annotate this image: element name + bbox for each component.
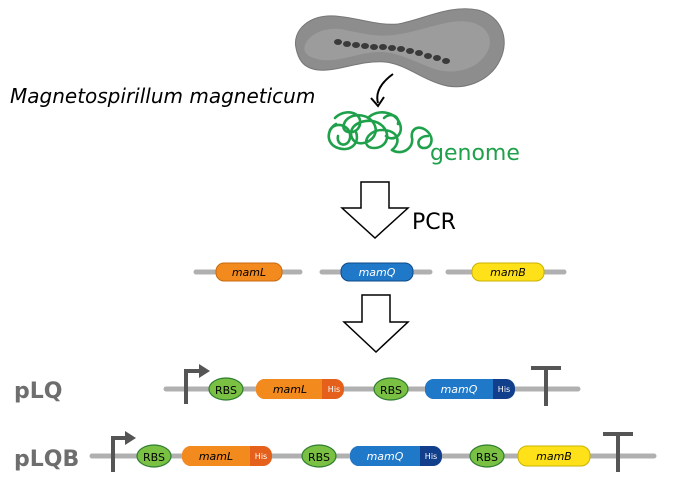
pcr-label: PCR: [412, 210, 456, 235]
cds-mamQ: mamQ His: [425, 379, 515, 399]
down-arrow-icon: [342, 294, 410, 354]
rbs-part: RBS: [469, 444, 505, 468]
construct-name-pLQ: pLQ: [14, 379, 62, 404]
rbs-label: RBS: [380, 384, 402, 397]
bacterium-icon: [294, 8, 505, 88]
promoter-icon: [111, 431, 136, 472]
construct-pLQ: RBS mamL His RBS mamQ His: [163, 364, 581, 406]
gene-label: mamQ: [441, 383, 478, 396]
rbs-part: RBS: [136, 444, 172, 468]
cds-mamB: mamB: [517, 445, 591, 467]
his-tag-label: His: [255, 452, 267, 461]
curved-arrow-icon: [370, 73, 394, 108]
pcr-product-mamQ: mamQ: [319, 262, 433, 282]
gene-label: mamQ: [367, 450, 404, 463]
his-tag-label: His: [498, 385, 510, 394]
gene-label: mamB: [536, 450, 572, 463]
rbs-part: RBS: [301, 444, 337, 468]
cds-mamL: mamL His: [256, 379, 344, 399]
terminator-icon: [531, 366, 561, 406]
gene-label: mamB: [490, 266, 526, 279]
rbs-part: RBS: [208, 377, 244, 401]
genome-label: genome: [430, 141, 520, 166]
rbs-label: RBS: [308, 451, 330, 464]
construct-name-pLQB: pLQB: [14, 447, 79, 472]
down-arrow-icon: [340, 181, 410, 240]
pcr-product-mamB: mamB: [445, 262, 567, 282]
promoter-icon: [184, 364, 210, 404]
terminator-icon: [603, 432, 633, 472]
construct-pLQB: RBS mamL His RBS mamQ His RBS mamB: [89, 431, 657, 472]
genome-coil-icon: [327, 111, 433, 154]
his-tag-label: His: [425, 452, 437, 461]
gene-label: mamQ: [359, 266, 396, 279]
gene-label: mamL: [232, 266, 266, 279]
rbs-label: RBS: [215, 384, 237, 397]
pcr-product-mamL: mamL: [193, 262, 303, 282]
gene-label: mamL: [273, 383, 307, 396]
organism-name: Magnetospirillum magneticum: [10, 84, 315, 108]
gene-label: mamL: [199, 450, 233, 463]
rbs-label: RBS: [476, 451, 498, 464]
rbs-label: RBS: [143, 451, 165, 464]
his-tag-label: His: [328, 385, 340, 394]
cds-mamQ: mamQ His: [350, 446, 442, 466]
rbs-part: RBS: [373, 377, 409, 401]
cds-mamL: mamL His: [182, 446, 272, 466]
